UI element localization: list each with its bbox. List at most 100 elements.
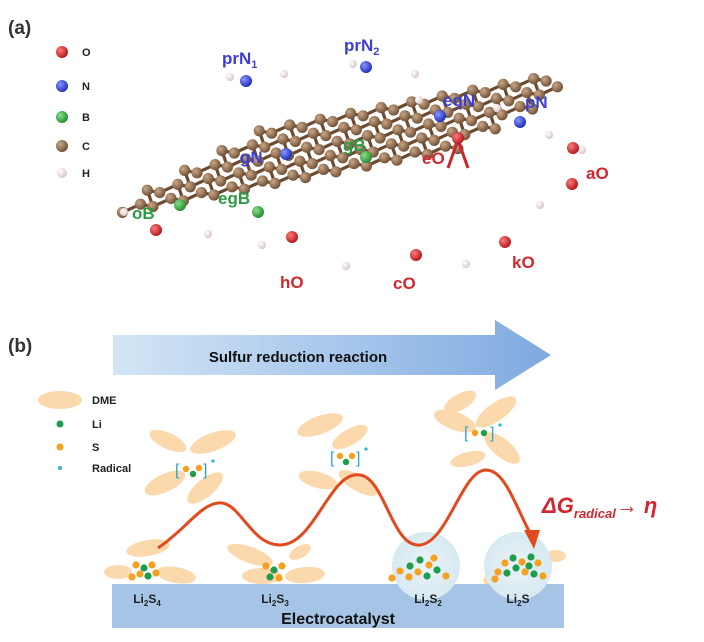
radical-dot [498,423,502,427]
sulfur-atom [430,554,438,562]
dme-molecule [227,543,273,567]
nitrogen-atom-eqn [434,110,446,122]
carbon-atom [330,166,342,178]
sulfur-atom [518,558,526,566]
legend-dot-b [56,111,68,123]
lithium-atom [423,572,431,580]
epoxide-bond [446,139,460,169]
reaction-arrow-label: Sulfur reduction reaction [209,349,387,366]
sulfur-atom [405,573,413,581]
carbon-atom [391,154,403,166]
legend-label-o: O [82,47,91,59]
epoxide-bond [456,139,470,169]
carbon-atom [266,127,278,139]
carbon-atom [184,181,196,193]
nitrogen-atom-pn [514,116,526,128]
carbon-atom [263,161,275,173]
site-label-co: cO [393,274,416,293]
legend-dot-n [56,80,68,92]
legend-li-dot [56,420,64,428]
hydrogen-atom [120,208,128,216]
site-label-ob: oB [132,204,155,223]
hydrogen-atom [226,73,234,81]
dme-molecule [149,429,187,453]
nitrogen-atom-gn [280,148,292,160]
dme-molecule [126,539,170,557]
radical-li-atom [342,458,350,466]
dme-molecule [285,566,325,584]
carbon-atom [154,186,166,199]
sulfur-atom [534,559,542,567]
carbon-atom [375,102,387,114]
radical-dot [211,459,215,463]
carbon-atom [202,173,214,185]
carbon-atom [449,92,461,104]
hydrogen-atom [204,230,212,238]
sulfur-atom [128,573,136,581]
carbon-atom [221,161,234,173]
carbon-atom [252,155,264,167]
species-label-li2s4: Li2S4 [133,592,161,608]
carbon-atom [350,124,362,136]
oxygen-atom-ao1 [567,142,579,154]
hydrogen-atom [349,60,357,68]
energy-profile-curve [157,468,533,550]
dme-molecule [144,470,186,496]
dme-solvent-molecules [104,390,566,586]
carbon-atom [416,132,428,144]
element-legend: O N B C H [56,46,91,180]
radical-s-atom [348,452,356,460]
panel-b-label: (b) [8,336,32,357]
species-labels: Li2S4 Li2S3 Li2S2 Li2S [133,592,529,608]
sulfur-atom [396,567,404,575]
radical-li-atom [189,470,197,478]
sulfur-atom [278,562,286,570]
legend-dot-c [56,140,68,152]
sulfur-atom [136,570,144,578]
radical-li-atom [480,429,488,437]
carbon-atom [357,110,369,122]
carbon-atom [253,125,265,137]
hydrogen-atom [462,260,470,268]
carbon-atom [209,159,221,171]
legend-label-b: B [82,112,90,124]
reaction-arrow-shape [113,320,551,390]
sulfur-atom [425,561,433,569]
carbon-atom [484,106,496,118]
carbon-atom [378,152,391,164]
lithium-atom [512,564,520,572]
carbon-atom [436,90,448,102]
lithium-atom [503,569,511,577]
lithium-atom [433,566,441,574]
site-label-gb: gB [343,136,366,155]
sulfur-atom [148,561,156,569]
site-label-ao: aO [586,164,609,183]
boron-atom-ob [174,199,186,211]
sulfur-atom [521,568,529,576]
legend-label-radical: Radical [92,463,131,475]
sulfur-atom [414,568,422,576]
carbon-atom [294,155,306,167]
carbon-atom [479,86,491,99]
legend-label-li: Li [92,419,102,431]
carbon-atom [392,124,404,136]
carbon-atom [245,169,257,181]
carbon-atom [362,130,374,142]
carbon-atom [299,171,312,184]
sulfur-atom [494,568,502,576]
hydrogen-atom [493,104,501,112]
hydrogen-atom [258,241,266,249]
radical-bracket-right: ] [490,425,494,442]
carbon-atom [551,81,564,93]
oxygen-atom-co [410,249,422,261]
sulfur-atom [442,572,450,580]
radical-bracket-right: ] [356,450,360,467]
carbon-atom [320,129,332,142]
carbon-atom [460,98,472,110]
carbon-atom [327,115,339,128]
sulfur-atom [539,572,547,580]
carbon-atom [423,118,435,130]
carbon-atom [314,113,326,125]
dme-molecule [450,450,486,468]
radical-intermediate: [ ] [330,447,368,467]
